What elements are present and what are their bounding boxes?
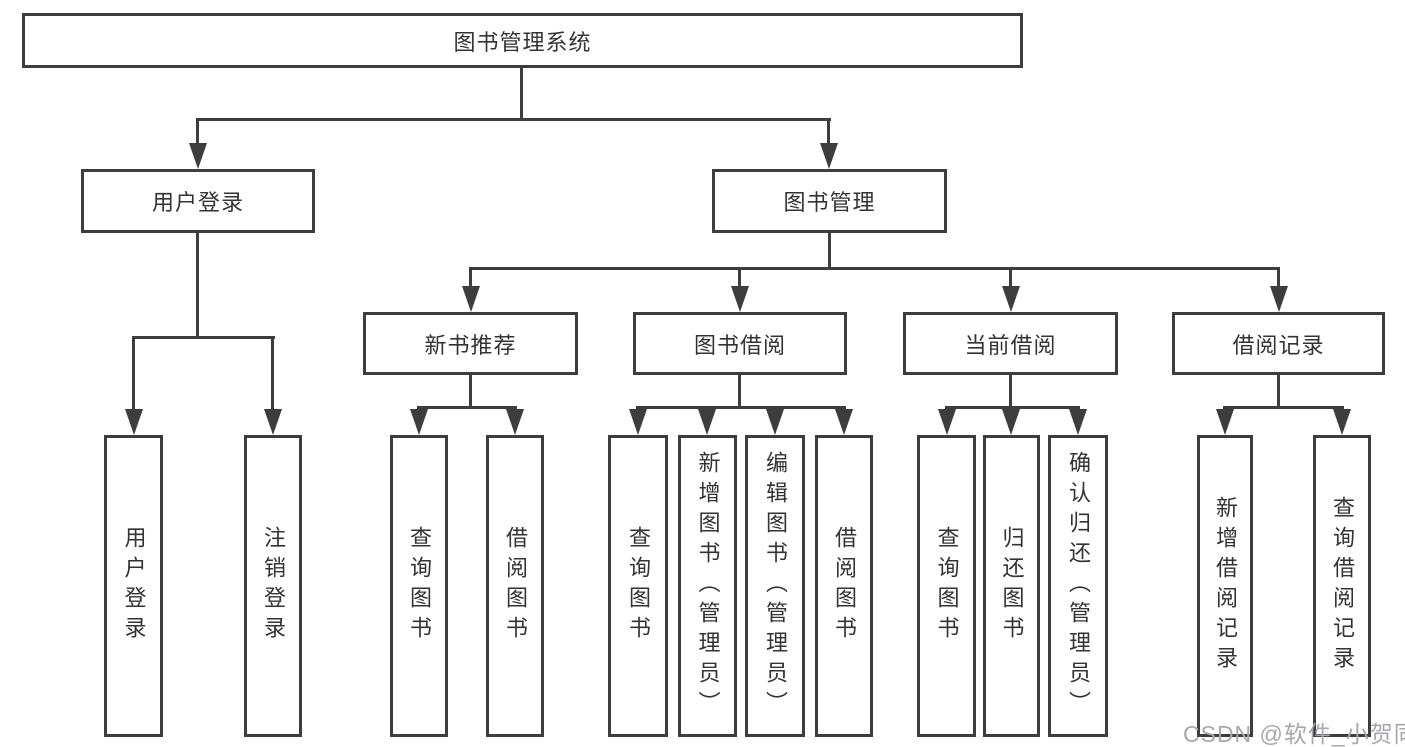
node-label: 借阅图书 [832,526,857,646]
connector-line [1009,375,1012,409]
connector-line [469,267,472,289]
node-label: 新增图书（管理员） [695,451,721,721]
connector-line [417,406,517,409]
connector-line [469,375,472,409]
arrowhead-icon [1216,409,1234,435]
arrowhead-icon [1002,286,1020,312]
connector-line [738,267,741,289]
connector-line [945,406,1080,409]
arrowhead-icon [189,143,207,169]
leaf-borrow-books: 借阅图书 [815,435,873,737]
leaf-logout-login: 注销登录 [244,435,302,737]
node-label: 查询借阅记录 [1330,496,1355,676]
arrowhead-icon [820,143,838,169]
connector-line [1277,375,1280,409]
connector-line [196,233,199,339]
arrowhead-icon [1333,409,1351,435]
leaf-borrow-books-recommend: 借阅图书 [486,435,544,737]
arrowhead-icon [1270,286,1288,312]
leaf-user-login: 用户登录 [104,435,163,737]
connector-line [1223,406,1344,409]
leaf-query-borrow-record: 查询借阅记录 [1313,435,1371,737]
arrowhead-icon [1069,409,1087,435]
arrowhead-icon [698,409,716,435]
node-label: 查询图书 [407,526,432,646]
leaf-add-borrow-record: 新增借阅记录 [1197,435,1253,737]
connector-line [196,118,831,121]
connector-line [469,267,1280,270]
leaf-query-books-borrow: 查询图书 [608,435,668,737]
connector-line [132,336,275,339]
node-current-borrowing: 当前借阅 [903,312,1118,375]
node-book-management: 图书管理 [712,169,947,233]
node-label: 归还图书 [999,526,1025,646]
connector-line [196,118,199,144]
connector-line [520,68,523,120]
arrowhead-icon [938,409,956,435]
leaf-confirm-return-admin: 确认归还（管理员） [1048,435,1108,737]
node-label: 图书借阅 [693,332,786,358]
connector-line [827,118,830,144]
node-label: 图书管理 [783,190,876,215]
node-label: 用户登录 [121,526,147,646]
node-new-book-recommendation: 新书推荐 [363,312,578,375]
leaf-query-books-current: 查询图书 [917,435,976,737]
node-label: 确认归还（管理员） [1066,451,1091,721]
connector-line [738,375,741,409]
connector-line [271,336,274,412]
node-label: 图书管理系统 [453,29,592,55]
arrowhead-icon [264,409,282,435]
arrowhead-icon [1002,409,1020,435]
node-label: 借阅图书 [503,526,528,646]
leaf-query-books-recommend: 查询图书 [390,435,448,737]
node-label: 编辑图书（管理员） [763,451,788,721]
watermark-text: CSDN @软件_小贺同学 [1183,721,1405,747]
node-label: 借阅记录 [1232,332,1325,358]
arrowhead-icon [731,286,749,312]
node-label: 用户登录 [151,190,244,215]
node-label: 注销登录 [261,526,286,646]
node-label: 当前借阅 [964,332,1057,358]
arrowhead-icon [766,409,784,435]
node-label: 新书推荐 [424,332,517,358]
arrowhead-icon [125,409,143,435]
connector-line [1277,267,1280,289]
node-borrowing-records: 借阅记录 [1172,312,1385,375]
node-label: 新增借阅记录 [1213,496,1238,676]
leaf-edit-book-admin: 编辑图书（管理员） [745,435,805,737]
arrowhead-icon [629,409,647,435]
arrowhead-icon [506,409,524,435]
connector-line [828,233,831,269]
arrowhead-icon [462,286,480,312]
connector-line [636,406,846,409]
leaf-return-books: 归还图书 [983,435,1040,737]
node-label: 查询图书 [934,526,960,646]
node-library-management-system: 图书管理系统 [22,13,1023,68]
node-user-login: 用户登录 [81,169,315,233]
node-label: 查询图书 [626,526,651,646]
leaf-add-book-admin: 新增图书（管理员） [678,435,737,737]
connector-line [132,336,135,412]
arrowhead-icon [410,409,428,435]
node-book-borrowing: 图书借阅 [633,312,847,375]
arrowhead-icon [835,409,853,435]
connector-line [1009,267,1012,289]
